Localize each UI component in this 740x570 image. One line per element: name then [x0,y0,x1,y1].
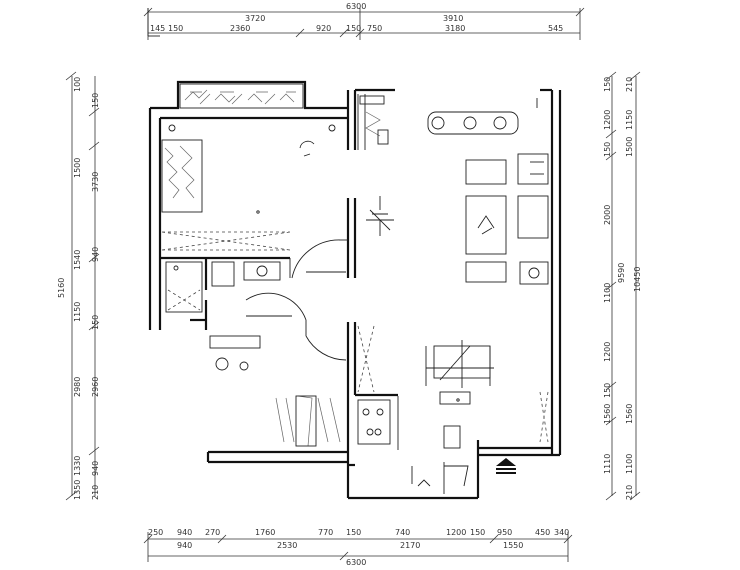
dim-top-inner-8: 545 [548,24,563,33]
dim-left-inner-1: 150 [91,93,100,108]
dim-bottom-inner-8: 1200 [446,528,466,537]
dim-bottom-inner-1: 250 [148,528,163,537]
dim-left-outer-4: 5160 [57,278,66,298]
dim-right-inner-4: 2000 [603,205,612,225]
dim-top-outer-1: 3720 [245,14,265,23]
dim-bottom-outer-2: 2530 [277,541,297,550]
left-inner-dimensions: 150 3730 940 150 2960 940 210 [91,93,100,500]
bedroom-door [289,239,341,279]
walls [148,80,562,500]
right-outer-dimensions: 210 1150 1500 9590 10450 1560 1100 210 [617,77,642,500]
dim-top-inner-7: 3180 [445,24,465,33]
dim-right-inner-8: 1560 [603,404,612,424]
bottom-inner-dimensions: 250 940 270 1760 770 150 740 1200 150 95… [148,528,569,537]
dim-right-outer-3: 1500 [625,137,634,157]
dim-right-inner-3: 150 [603,142,612,157]
dim-right-outer-6: 1560 [625,404,634,424]
left-dimension-lines [65,71,100,501]
dim-left-outer-7: 1330 [73,456,82,476]
bottom-dimension-lines [143,532,573,562]
bed-icon [161,139,203,213]
dim-bottom-inner-9: 150 [470,528,485,537]
balcony-planter [179,83,304,109]
dim-right-inner-7: 150 [603,383,612,398]
dim-bottom-inner-3: 270 [205,528,220,537]
dim-left-inner-4: 150 [91,315,100,330]
dim-left-outer-6: 2980 [73,377,82,397]
tv-cabinet-icon [517,153,549,185]
dim-top-inner-2: 150 [168,24,183,33]
toilet-icon [211,261,235,287]
dim-bottom-inner-11: 450 [535,528,550,537]
dim-top-inner-5: 150 [346,24,361,33]
dim-top-inner-3: 2360 [230,24,250,33]
dim-bottom-inner-4: 1760 [255,528,275,537]
bedroom [161,124,348,279]
top-dimension-lines [143,7,585,40]
corner-marker [147,8,160,37]
sofa-icon [427,111,519,135]
coffee-table-icon [465,195,507,255]
lamp-icon [168,124,176,132]
dim-right-inner-2: 1200 [603,110,612,130]
dim-left-outer-1: 100 [73,77,82,92]
dim-bottom-inner-2: 940 [177,528,192,537]
dim-left-outer-3: 1540 [73,250,82,270]
dim-bottom-inner-12: 340 [554,528,569,537]
study-room [209,292,347,447]
stove-icon [357,399,391,445]
dim-right-inner-1: 150 [603,77,612,92]
dim-left-outer-5: 1150 [73,302,82,322]
dim-top-outer-2: 6300 [346,2,366,11]
dim-right-outer-4: 9590 [617,263,626,283]
left-outer-dimensions: 100 1500 1540 5160 1150 2980 1330 1350 [57,77,82,500]
dim-right-inner-5: 1100 [603,283,612,303]
kitchen [357,396,399,450]
dim-bottom-outer-4: 2170 [400,541,420,550]
dim-top-inner-6: 750 [367,24,382,33]
dim-bottom-inner-10: 950 [497,528,512,537]
dim-right-outer-5: 10450 [633,267,642,292]
dim-top-inner-1: 145 [150,24,165,33]
dim-right-inner-6: 1200 [603,342,612,362]
dim-left-inner-3: 940 [91,247,100,262]
dim-right-inner-9: 1110 [603,454,612,474]
bottom-outer-dimensions: 940 2530 6300 2170 1550 [177,541,523,567]
study-door [245,292,307,336]
right-inner-dimensions: 150 1200 150 2000 1100 1200 150 1560 111… [603,77,612,474]
entrance-arrow-icon [496,458,516,466]
chair-icon [215,357,229,371]
dim-left-inner-5: 2960 [91,377,100,397]
ceiling-light-icon [366,196,394,236]
dim-top-outer-3: 3910 [443,14,463,23]
dim-bottom-inner-5: 770 [318,528,333,537]
dim-bottom-outer-1: 940 [177,541,192,550]
wardrobe [357,94,389,150]
bathroom [165,261,281,313]
right-dimension-lines [605,71,641,501]
dim-bottom-outer-5: 1550 [503,541,523,550]
dim-bottom-inner-7: 740 [395,528,410,537]
top-outer-dimensions: 3720 6300 3910 [245,2,463,23]
sink-icon [243,261,281,281]
dim-left-outer-2: 1500 [73,158,82,178]
dining [357,325,549,449]
dim-right-outer-1: 210 [625,77,634,92]
dim-left-inner-6: 940 [91,461,100,476]
living-room [366,98,549,285]
dim-right-outer-2: 1150 [625,110,634,130]
dim-left-inner-2: 3730 [91,172,100,192]
dim-right-outer-7: 1100 [625,454,634,474]
dim-bottom-inner-6: 150 [346,528,361,537]
dim-left-outer-8: 1350 [73,480,82,500]
dim-right-outer-8: 210 [625,485,634,500]
dim-bottom-outer-3: 6300 [346,558,366,567]
dim-top-inner-4: 920 [316,24,331,33]
top-inner-dimensions: 145 150 2360 920 150 750 3180 545 [150,24,563,33]
dim-left-inner-7: 210 [91,485,100,500]
entrance [411,458,516,494]
